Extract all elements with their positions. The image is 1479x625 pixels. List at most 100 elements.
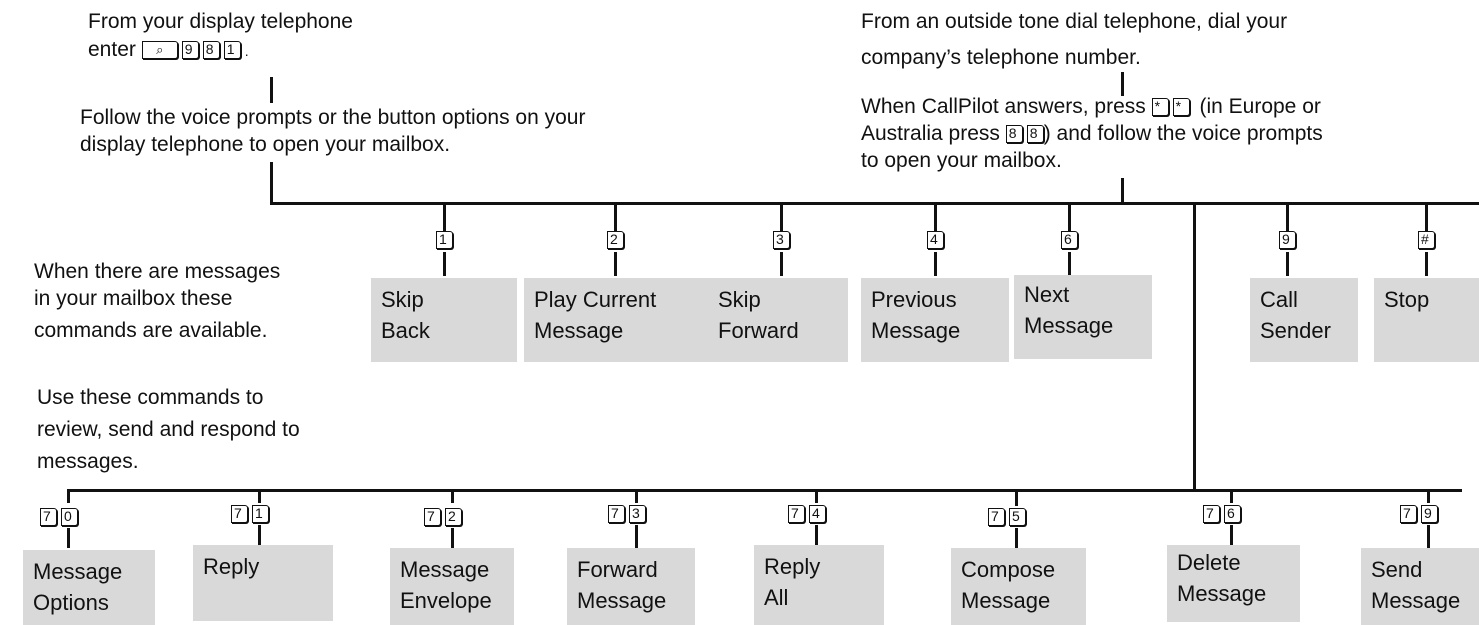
period: . (244, 43, 249, 59)
command-label: Reply (764, 554, 821, 579)
drop-line (1068, 202, 1071, 232)
key-label: 7 (1400, 505, 1417, 523)
drop-line (934, 202, 937, 232)
key-label: 6 (1224, 505, 1241, 523)
messages-note-line2: in your mailbox these (34, 287, 233, 310)
messages-note-line3: commands are available. (34, 319, 268, 342)
connector-left-main (270, 162, 273, 204)
top-key-1: 1 (436, 231, 457, 249)
top-key-3: 3 (773, 231, 794, 249)
drop-line (1015, 489, 1018, 506)
drop-line (1230, 525, 1233, 545)
key-label: 7 (40, 508, 57, 526)
command-label: Message (1024, 313, 1114, 338)
europe-text: (in Europe or (1199, 95, 1321, 118)
command-next-message[interactable]: Next Message (1014, 275, 1152, 359)
connector-left-intro (270, 77, 273, 103)
key-label: 7 (231, 505, 248, 523)
command-skip-forward[interactable]: Skip Forward (708, 278, 848, 362)
key-label: 1 (436, 231, 453, 249)
drop-line (614, 252, 617, 276)
star-key: * (1151, 98, 1169, 117)
drop-line (934, 252, 937, 276)
command-label: Forward (718, 318, 799, 343)
key-label: 4 (809, 505, 826, 523)
connector-right-intro (1121, 72, 1124, 96)
drop-line (1425, 252, 1428, 276)
key-label: 4 (927, 231, 944, 249)
command-delete-message[interactable]: Delete Message (1167, 545, 1300, 622)
top-bus-line (270, 202, 1479, 205)
drop-line (1286, 202, 1289, 232)
intro-left-follow1: Follow the voice prompts or the button o… (80, 106, 586, 129)
key-label: 7 (988, 508, 1005, 526)
command-label: Next (1024, 282, 1070, 307)
key-label: # (1418, 231, 1435, 249)
command-play-current-message[interactable]: Play Current Message (524, 278, 710, 362)
command-message-options[interactable]: Message Options (23, 550, 155, 625)
command-label: Message (1371, 588, 1461, 613)
star-key: * (1172, 98, 1190, 117)
drop-line (451, 489, 454, 503)
key-label: 6 (1061, 231, 1078, 249)
command-label: Forward (577, 557, 658, 582)
command-reply-all[interactable]: Reply All (754, 545, 884, 625)
commands-note-line2: review, send and respond to (37, 418, 300, 441)
command-label: Message (534, 318, 624, 343)
command-previous-message[interactable]: Previous Message (861, 278, 1009, 362)
command-send-message[interactable]: Send Message (1361, 548, 1479, 625)
drop-line (1068, 252, 1071, 276)
enter-label: enter (88, 38, 136, 61)
command-label: Previous (871, 287, 957, 312)
command-label: Compose (961, 557, 1056, 582)
command-label: Play Current (534, 287, 657, 312)
command-label: Message (961, 588, 1051, 613)
key-label: 9 (1421, 505, 1438, 523)
drop-line (815, 489, 818, 503)
key-8: 8 (202, 41, 220, 60)
callpilot-line1: When CallPilot answers, press ** (in Eur… (861, 93, 1321, 120)
bus-connector-vertical (1193, 202, 1196, 492)
drop-line (1286, 252, 1289, 276)
drop-line (1015, 528, 1018, 548)
key-label: 2 (445, 508, 462, 526)
command-label: Delete (1177, 550, 1241, 575)
command-label: Message (33, 559, 123, 584)
command-forward-message[interactable]: Forward Message (567, 548, 695, 625)
command-reply[interactable]: Reply (193, 545, 333, 621)
key-label: 1 (252, 505, 269, 523)
command-label: Skip (718, 287, 761, 312)
commands-note-line3: messages. (37, 450, 139, 473)
drop-line (1230, 489, 1233, 503)
key-label: 5 (1009, 508, 1026, 526)
callpilot-text: When CallPilot answers, press (861, 95, 1146, 118)
intro-right-line2: company’s telephone number. (861, 46, 1141, 69)
command-compose-message[interactable]: Compose Message (951, 548, 1086, 625)
drop-line (443, 252, 446, 276)
key-label: 2 (607, 231, 624, 249)
drop-line (1427, 489, 1430, 503)
command-label: Send (1371, 557, 1423, 582)
key-label: 7 (1203, 505, 1220, 523)
key-label: 7 (608, 505, 625, 523)
drop-line (614, 202, 617, 232)
drop-line (258, 525, 261, 545)
key-label: 0 (61, 508, 78, 526)
key-8: 8 (1026, 125, 1044, 144)
command-skip-back[interactable]: Skip Back (371, 278, 517, 362)
key-9: 9 (181, 41, 199, 60)
command-message-envelope[interactable]: Message Envelope (390, 548, 514, 625)
top-key-2: 2 (607, 231, 628, 249)
drop-line (635, 489, 638, 503)
key-8: 8 (1005, 125, 1023, 144)
command-call-sender[interactable]: Call Sender (1250, 278, 1358, 362)
top-key-hash: # (1418, 231, 1439, 249)
command-stop[interactable]: Stop (1374, 278, 1479, 362)
messages-note-line1: When there are messages (34, 260, 281, 283)
key-label: 7 (788, 505, 805, 523)
